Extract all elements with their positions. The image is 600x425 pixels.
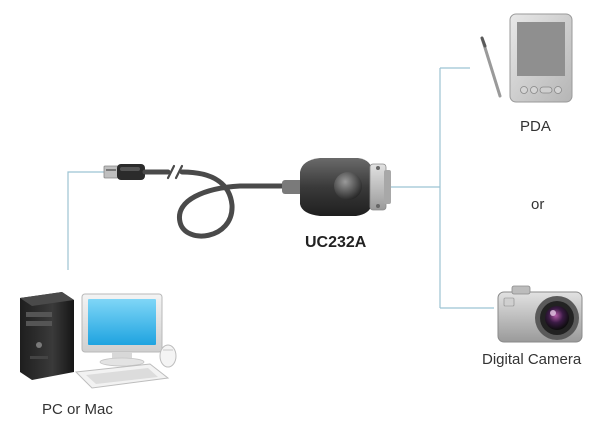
monitor-icon bbox=[81, 293, 163, 367]
pda-icon bbox=[509, 13, 573, 103]
pc-or-mac-label: PC or Mac bbox=[42, 401, 113, 418]
usb-plug-icon bbox=[103, 164, 145, 180]
mouse-icon bbox=[159, 344, 177, 368]
pda-label: PDA bbox=[520, 118, 551, 135]
or-label: or bbox=[531, 196, 545, 213]
camera-icon bbox=[497, 285, 583, 343]
cable-break-mark bbox=[166, 164, 184, 180]
digital-camera-label: Digital Camera bbox=[482, 351, 582, 368]
connection-lines bbox=[67, 67, 494, 309]
adapter-model-label: UC232A bbox=[305, 234, 367, 251]
serial-adapter-icon bbox=[282, 158, 391, 216]
computer-tower-icon bbox=[20, 292, 74, 380]
usb-cable bbox=[142, 169, 303, 239]
stylus-icon bbox=[480, 36, 502, 98]
keyboard-icon bbox=[74, 363, 170, 389]
